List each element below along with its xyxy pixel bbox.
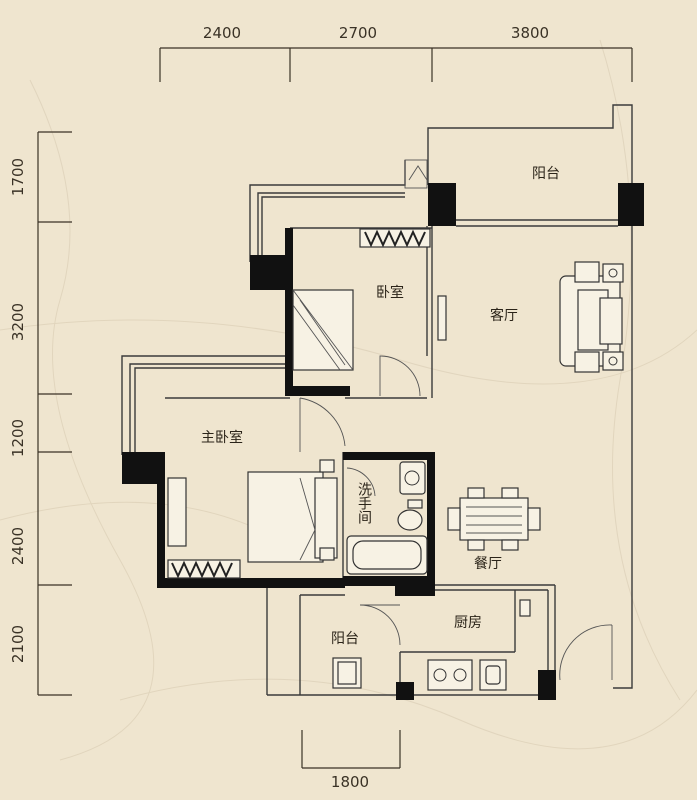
dim-top-2: 2700 [339,24,377,42]
dim-left-3: 1200 [9,419,27,457]
dim-bottom-1: 1800 [331,773,369,791]
master-bedroom-furniture [167,459,338,579]
bathroom-fixtures [346,461,428,575]
kitchen-counter [427,599,531,691]
dim-left-5: 2100 [9,625,27,663]
living-room-sofa [559,261,624,373]
label-balcony-bottom: 阳台 [331,631,359,647]
dim-top-1: 2400 [203,24,241,42]
thin-walls [121,104,633,696]
label-living-room: 客厅 [490,307,518,324]
structural-walls [122,183,644,700]
dimension-lines [37,47,633,769]
label-master-bedroom: 主卧室 [201,429,243,446]
label-balcony-top: 阳台 [532,166,560,182]
balcony-window [404,159,428,189]
dining-table [447,487,541,551]
dim-left-2: 3200 [9,303,27,341]
dim-top-3: 3800 [511,24,549,42]
label-bathroom: 洗手间 [356,482,372,525]
label-bathroom-text: 洗手间 [356,482,372,525]
background-map-texture [0,39,697,761]
dim-left-4: 2400 [9,527,27,565]
bedroom-furniture [292,228,447,371]
doors [299,355,613,681]
label-bedroom: 卧室 [376,284,404,301]
label-dining-room: 餐厅 [474,556,502,572]
label-kitchen: 厨房 [454,615,482,631]
balcony-washer [332,657,362,689]
dim-left-1: 1700 [9,158,27,196]
